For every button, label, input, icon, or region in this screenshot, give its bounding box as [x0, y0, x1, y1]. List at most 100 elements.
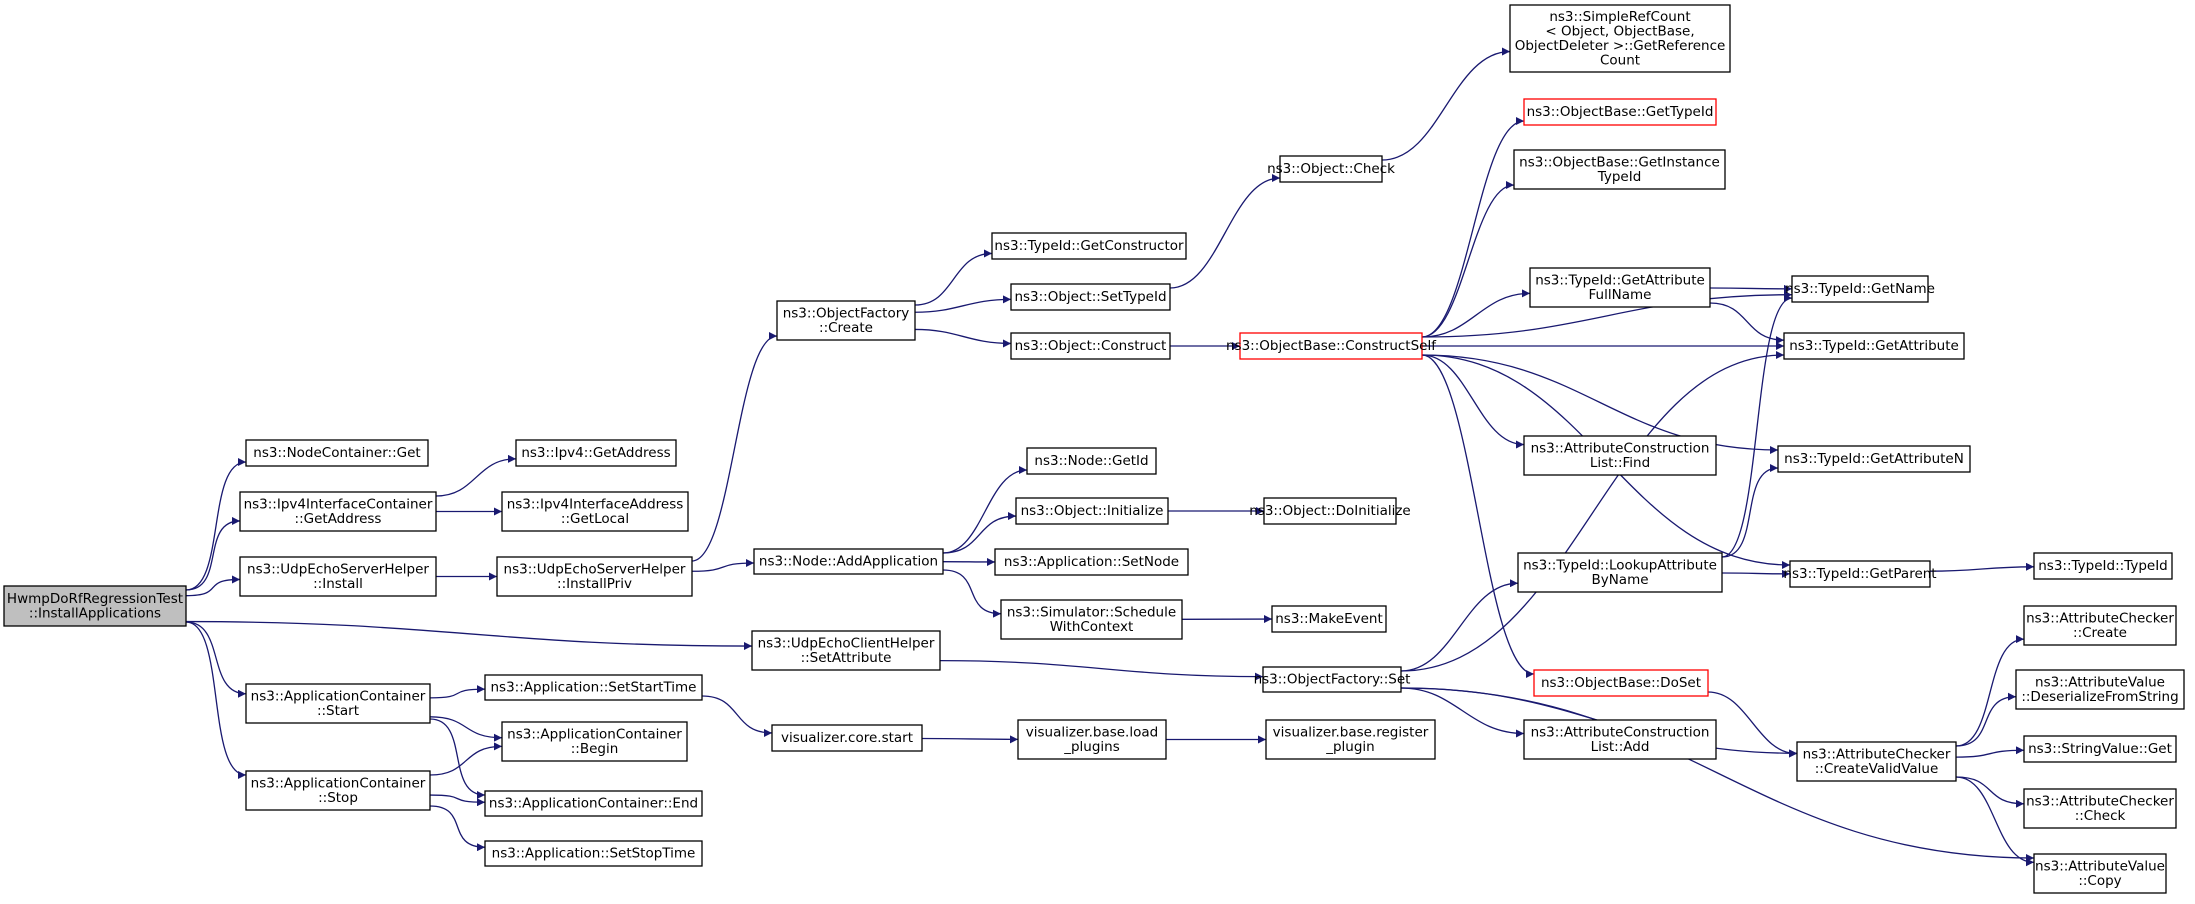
- node-typeid-getattrn[interactable]: ns3::TypeId::GetAttributeN: [1777, 445, 1971, 473]
- node-label-line: FullName: [1589, 287, 1652, 303]
- node-box: [2015, 669, 2185, 710]
- node-objbase-constructself[interactable]: ns3::ObjectBase::ConstructSelf: [1226, 332, 1437, 360]
- node-label-line: visualizer.base.load: [1026, 724, 1158, 740]
- node-label-line: ns3::UdpEchoServerHelper: [247, 561, 429, 577]
- edge-udpclient_setattr-to-objfactory_set: [939, 660, 1264, 681]
- node-viz-base-register[interactable]: visualizer.base.register_plugin: [1265, 719, 1436, 760]
- node-objfactory-create[interactable]: ns3::ObjectFactory::Create: [776, 300, 916, 341]
- node-udpserver-installpriv[interactable]: ns3::UdpEchoServerHelper::InstallPriv: [496, 556, 693, 597]
- node-obj-doinit[interactable]: ns3::Object::DoInitialize: [1249, 497, 1411, 525]
- edge-path: [1400, 687, 1525, 738]
- node-attrchecker-createvalid[interactable]: ns3::AttributeChecker::CreateValidValue: [1796, 741, 1957, 782]
- node-box: [1523, 98, 1717, 126]
- edge-app_setstart-to-viz_core_start: [701, 695, 773, 737]
- node-box: [1271, 605, 1387, 633]
- node-box: [1263, 497, 1397, 525]
- edge-path: [1381, 47, 1511, 161]
- node-label-line: ns3::AttributeConstruction: [1531, 440, 1710, 456]
- node-box: [484, 790, 703, 817]
- node-label-line: ns3::Ipv4InterfaceContainer: [244, 496, 433, 512]
- edge-path: [691, 559, 755, 572]
- node-objbase-gettypeid[interactable]: ns3::ObjectBase::GetTypeId: [1523, 98, 1717, 126]
- node-box: [3, 585, 187, 627]
- node-typeid-getattr[interactable]: ns3::TypeId::GetAttribute: [1783, 332, 1965, 360]
- node-makeevent[interactable]: ns3::MakeEvent: [1271, 605, 1387, 633]
- node-attrvalue-deser[interactable]: ns3::AttributeValue::DeserializeFromStri…: [2015, 669, 2185, 710]
- node-box: [2033, 853, 2167, 894]
- node-udpclient-setattr[interactable]: ns3::UdpEchoClientHelper::SetAttribute: [751, 630, 941, 671]
- node-udpserver-install[interactable]: ns3::UdpEchoServerHelper::Install: [239, 556, 437, 597]
- node-obj-initialize[interactable]: ns3::Object::Initialize: [1015, 497, 1169, 525]
- node-box: [2023, 735, 2177, 763]
- node-viz-base-load[interactable]: visualizer.base.load_plugins: [1017, 719, 1167, 760]
- node-label-line: ns3::ObjectBase::GetTypeId: [1527, 104, 1714, 120]
- node-label-line: HwmpDoRfRegressionTest: [7, 591, 183, 607]
- edge-path: [1721, 464, 1779, 558]
- node-label-line: ::Install: [313, 576, 363, 592]
- node-obj-settypeid[interactable]: ns3::Object::SetTypeId: [1010, 283, 1171, 311]
- node-typeid-getname[interactable]: ns3::TypeId::GetName: [1785, 275, 1935, 303]
- node-ipv4-getaddr[interactable]: ns3::Ipv4::GetAddress: [515, 439, 677, 467]
- node-box: [1533, 669, 1709, 697]
- node-simplerefcount[interactable]: ns3::SimpleRefCount< Object, ObjectBase,…: [1509, 4, 1731, 73]
- edge-objfactory_create-to-obj_construct: [914, 328, 1012, 348]
- edge-udpserver_installpriv-to-node_addapp: [691, 559, 755, 572]
- node-ipv4ic-getaddr[interactable]: ns3::Ipv4InterfaceContainer::GetAddress: [239, 491, 437, 532]
- node-box: [1026, 447, 1157, 475]
- edge-appcont_start-to-app_setstart: [429, 685, 486, 699]
- edge-path: [701, 695, 773, 737]
- node-box: [994, 548, 1189, 576]
- node-appcont-start[interactable]: ns3::ApplicationContainer::Start: [245, 683, 431, 724]
- node-attrchecker-create[interactable]: ns3::AttributeChecker::Create: [2023, 605, 2177, 646]
- edge-path: [1955, 776, 2025, 808]
- edge-root-to-appcont_start: [185, 621, 247, 698]
- node-typeid-getctor[interactable]: ns3::TypeId::GetConstructor: [991, 232, 1187, 260]
- edge-path: [185, 516, 241, 591]
- edge-appcont_stop-to-appcont_end: [429, 794, 486, 807]
- node-box: [239, 556, 437, 597]
- node-label-line: ns3::Object::SetTypeId: [1014, 289, 1166, 305]
- node-root[interactable]: HwmpDoRfRegressionTest::InstallApplicati…: [3, 585, 187, 627]
- edge-objbase_constructself-to-attrconst_find: [1421, 354, 1525, 449]
- node-appcont-stop[interactable]: ns3::ApplicationContainer::Stop: [245, 770, 431, 811]
- node-box: [1523, 719, 1717, 760]
- node-node-addapp[interactable]: ns3::Node::AddApplication: [753, 548, 944, 575]
- node-node-getid[interactable]: ns3::Node::GetId: [1026, 447, 1157, 475]
- node-app-setnode[interactable]: ns3::Application::SetNode: [994, 548, 1189, 576]
- node-typeid-typeid[interactable]: ns3::TypeId::TypeId: [2033, 552, 2173, 580]
- edge-path: [1421, 181, 1515, 338]
- node-objbase-doset[interactable]: ns3::ObjectBase::DoSet: [1533, 669, 1709, 697]
- node-app-setstop[interactable]: ns3::Application::SetStopTime: [484, 840, 703, 867]
- node-stringvalue-get[interactable]: ns3::StringValue::Get: [2023, 735, 2177, 763]
- node-nc-get[interactable]: ns3::NodeContainer::Get: [245, 439, 429, 467]
- node-attrvalue-copy[interactable]: ns3::AttributeValue::Copy: [2033, 853, 2167, 894]
- node-appcont-begin[interactable]: ns3::ApplicationContainer::Begin: [501, 721, 688, 762]
- node-obj-construct[interactable]: ns3::Object::Construct: [1010, 332, 1171, 360]
- edge-typeid_lookup-to-typeid_getname: [1721, 294, 1793, 558]
- edge-root-to-ipv4ic_getaddr: [185, 516, 241, 591]
- node-label-line: ns3::Application::SetStopTime: [492, 846, 696, 862]
- node-box: [1796, 741, 1957, 782]
- node-viz-core-start[interactable]: visualizer.core.start: [771, 724, 923, 752]
- node-box: [753, 548, 944, 575]
- node-attrchecker-check[interactable]: ns3::AttributeChecker::Check: [2023, 788, 2177, 829]
- node-app-setstart[interactable]: ns3::Application::SetStartTime: [484, 674, 703, 701]
- node-appcont-end[interactable]: ns3::ApplicationContainer::End: [484, 790, 703, 817]
- node-label-line: ByName: [1591, 572, 1648, 588]
- edge-path: [914, 249, 993, 306]
- edge-path: [942, 466, 1028, 554]
- node-box: [776, 300, 916, 341]
- node-typeid-getparent[interactable]: ns3::TypeId::GetParent: [1783, 560, 1937, 588]
- edge-objbase_doset-to-attrchecker_createvalid: [1707, 691, 1798, 758]
- node-box: [1513, 149, 1726, 190]
- node-obj-check[interactable]: ns3::Object::Check: [1267, 155, 1395, 183]
- node-ipv4ifaddr-getlocal[interactable]: ns3::Ipv4InterfaceAddress::GetLocal: [501, 491, 689, 532]
- node-objfactory-set[interactable]: ns3::ObjectFactory::Set: [1254, 666, 1411, 693]
- edge-path: [1421, 354, 1779, 454]
